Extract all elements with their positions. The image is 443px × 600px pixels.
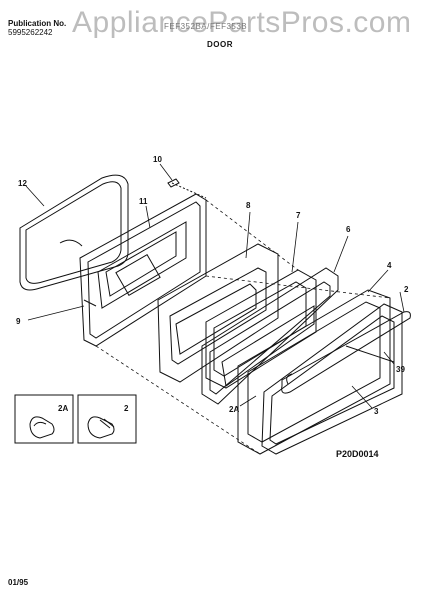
figure-reference: P20D0014 — [336, 449, 379, 459]
inset-left-label: 2A — [58, 404, 68, 413]
publication-date: 01/95 — [8, 578, 29, 587]
callout-11: 11 — [139, 197, 148, 206]
callout-12: 12 — [18, 179, 27, 188]
end-cap-2-icon — [87, 416, 115, 439]
callout-2: 2 — [404, 285, 409, 294]
gasket-part-12 — [19, 174, 129, 291]
callout-8: 8 — [246, 201, 251, 210]
screw-part-10 — [167, 178, 207, 199]
insulation-part-8 — [157, 243, 279, 383]
door-handle-part-2 — [281, 311, 411, 394]
model-numbers: FEF352BA/FEF353B — [164, 22, 248, 31]
callout-3: 3 — [374, 407, 379, 416]
section-title: DOOR — [207, 40, 233, 49]
outer-door-panel-part-3 — [261, 303, 403, 455]
inset-right: 2 — [77, 394, 137, 444]
outer-glass-part-4 — [237, 289, 391, 455]
door-liner-part-9 — [79, 193, 207, 347]
callout-6: 6 — [346, 225, 351, 234]
callout-2a: 2A — [229, 405, 239, 414]
callout-4: 4 — [387, 261, 392, 270]
callout-39: 39 — [396, 365, 405, 374]
watermark: AppliancePartsPros.com — [72, 6, 412, 39]
callout-7: 7 — [296, 211, 301, 220]
inset-left: 2A — [14, 394, 74, 444]
callout-10: 10 — [153, 155, 162, 164]
publication-label: Publication No. — [8, 19, 67, 28]
inset-right-label: 2 — [124, 404, 129, 413]
callout-9: 9 — [16, 317, 21, 326]
end-cap-2a-icon — [29, 416, 55, 439]
glass-frame-part-6 — [201, 267, 339, 405]
trim-part-39 — [345, 345, 395, 363]
publication-number: 5995262242 — [8, 28, 53, 37]
